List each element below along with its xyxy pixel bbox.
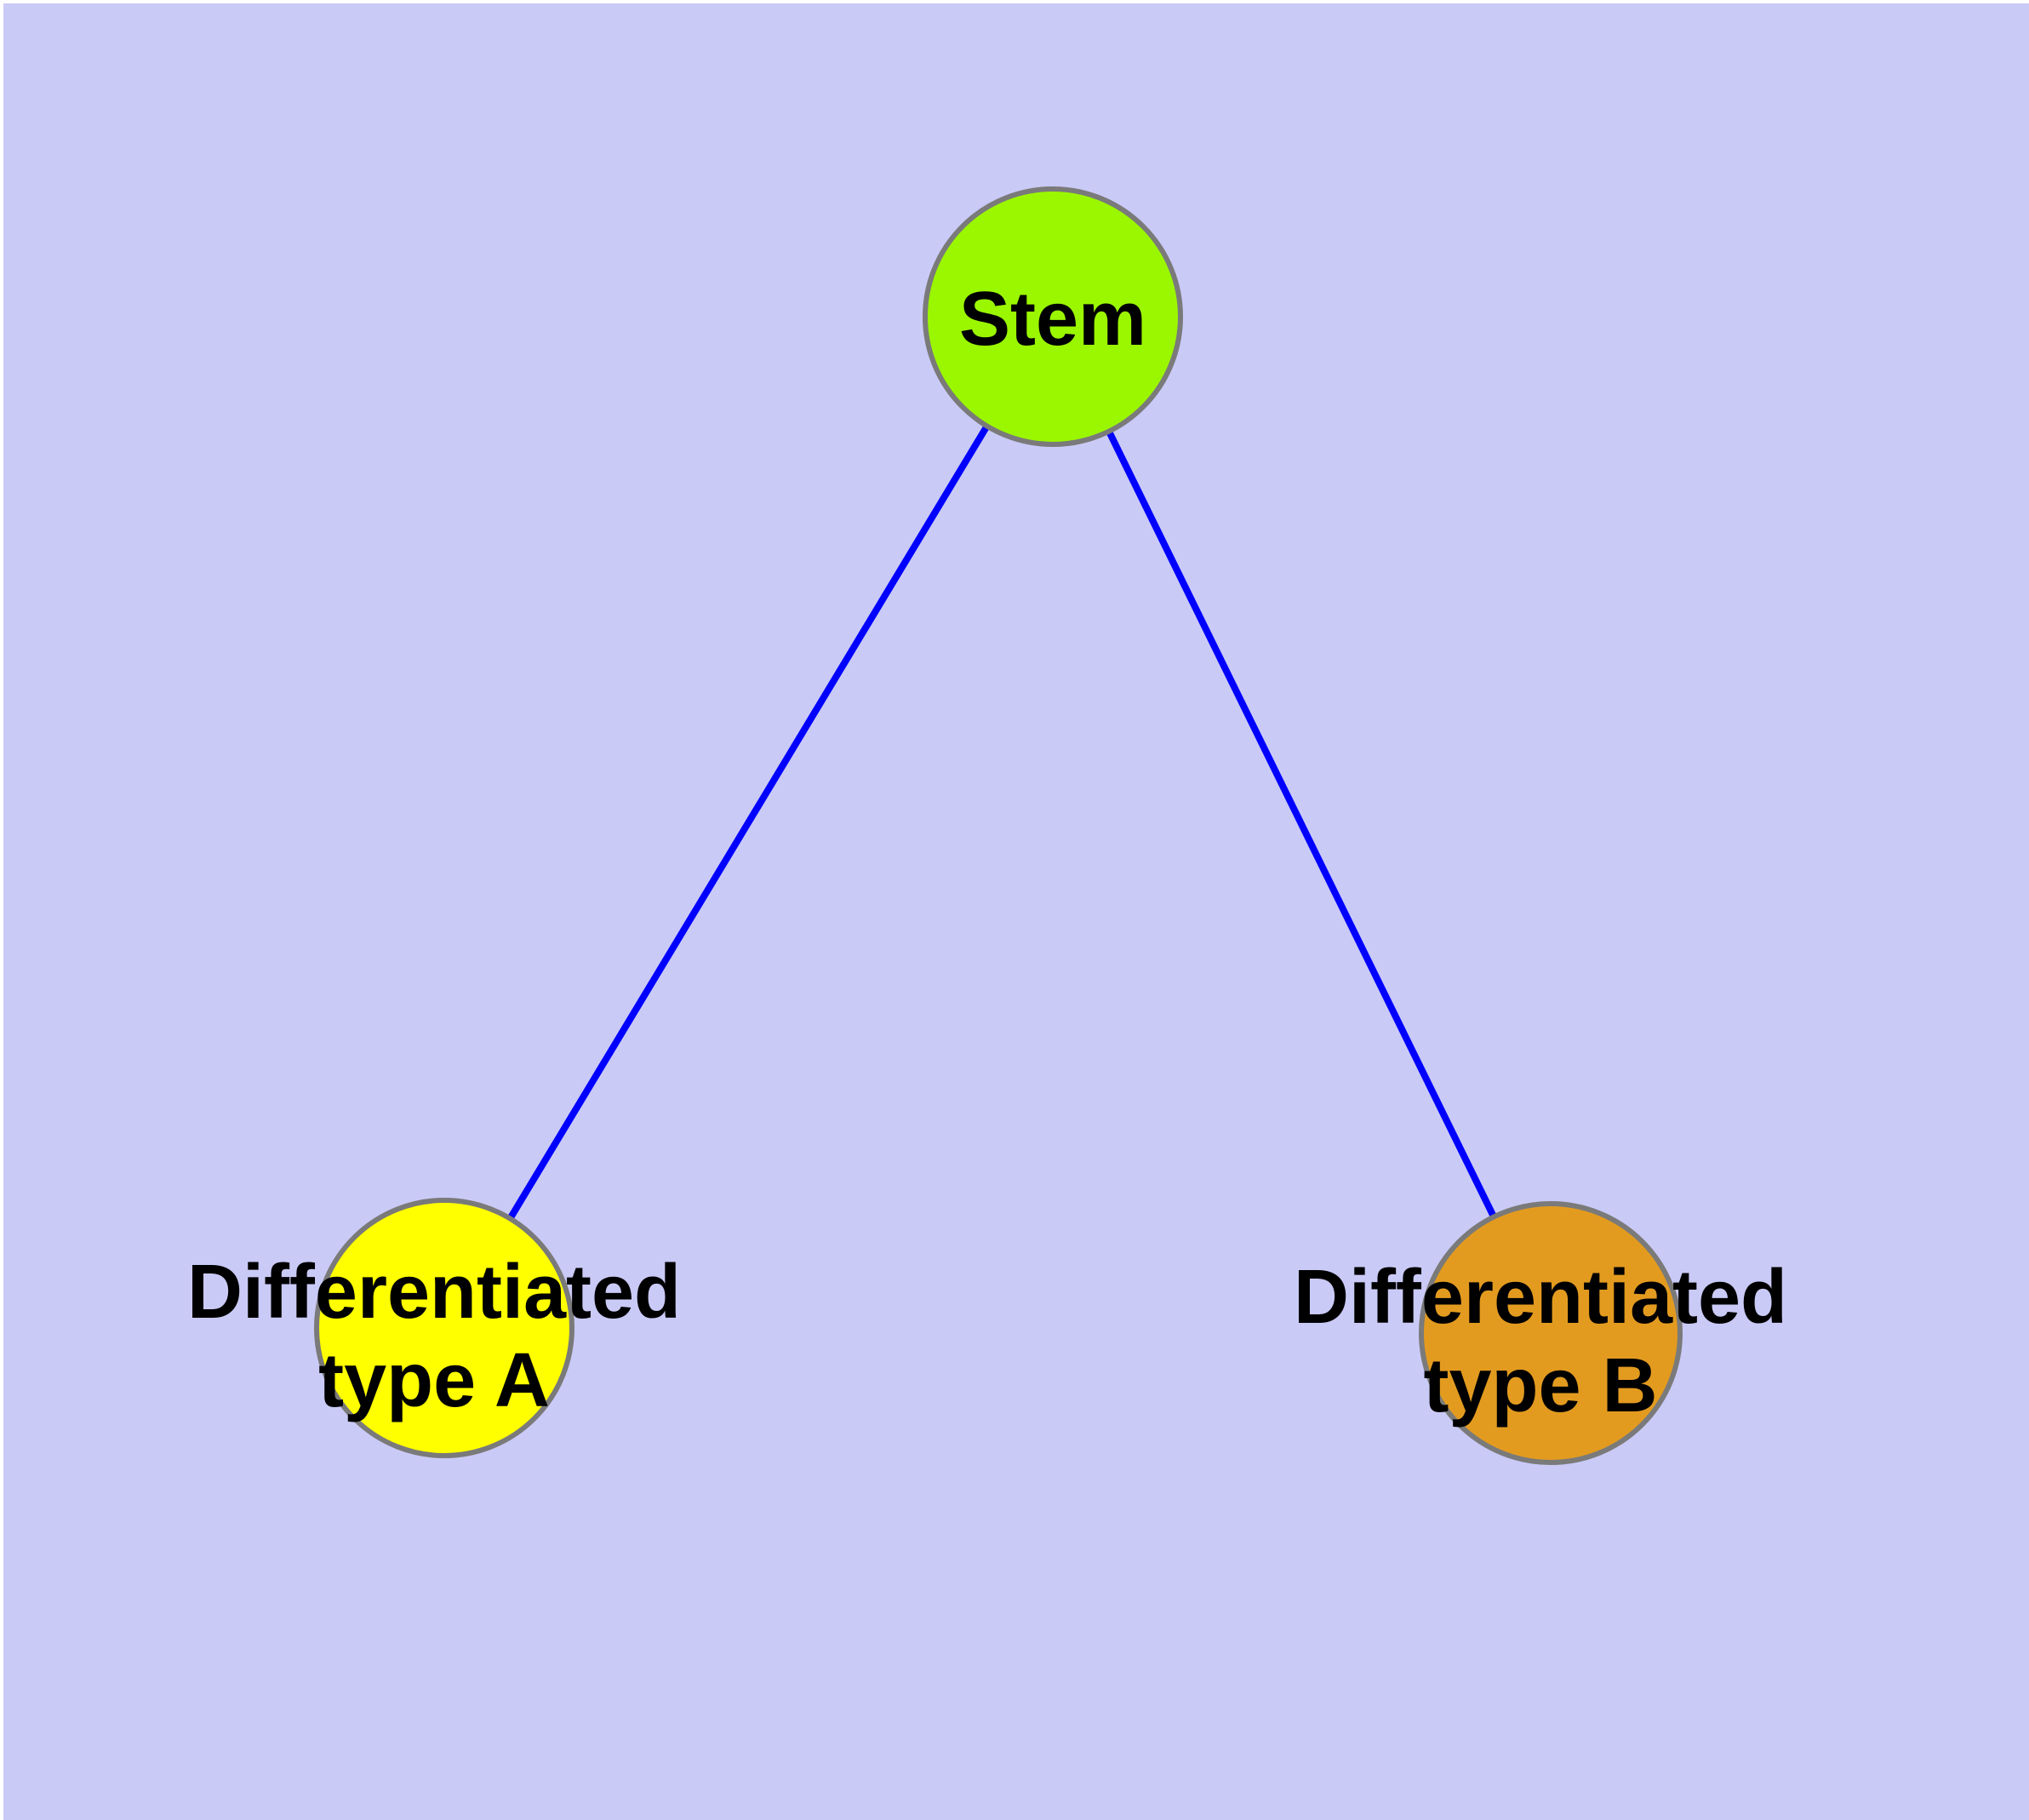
edge-stem-to-type-b [1049, 315, 1554, 1335]
node-type-b [1419, 1201, 1683, 1465]
node-stem-label: Stem [959, 277, 1146, 362]
node-type-a-label-line1: Differentiated [187, 1250, 681, 1335]
node-type-b-label-line2: type B [1423, 1343, 1657, 1428]
edge-stem-to-type-a [441, 314, 1056, 1331]
node-type-a [314, 1198, 574, 1458]
node-type-a-label-line2: type A [318, 1338, 550, 1423]
node-type-b-label-line1: Differentiated [1294, 1255, 1787, 1340]
node-stem [923, 186, 1183, 447]
